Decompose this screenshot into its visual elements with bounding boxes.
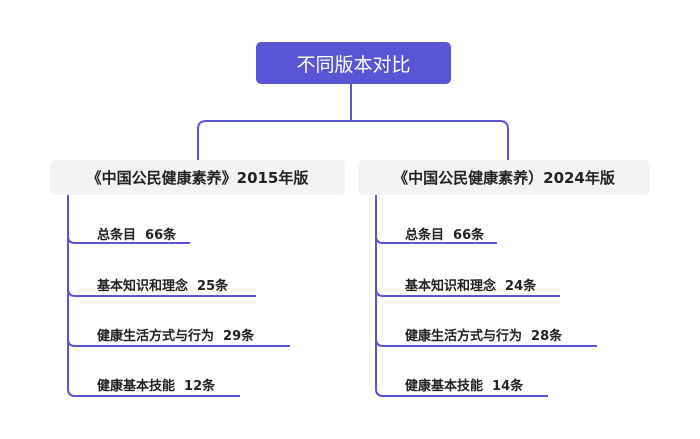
leaf-node[interactable]: 健康生活方式与行为 29条 — [97, 329, 255, 344]
leaf-node[interactable]: 健康基本技能 14条 — [405, 379, 524, 394]
branch-label: 《中国公民健康素养）2024年版 — [393, 169, 615, 187]
root-node[interactable]: 不同版本对比 — [256, 42, 451, 84]
leaf-connector — [375, 339, 548, 397]
leaf-node[interactable]: 总条目 66条 — [97, 228, 177, 243]
leaf-node[interactable]: 健康基本技能 12条 — [97, 379, 216, 394]
branch-node-2015[interactable]: 《中国公民健康素养》2015年版 — [50, 160, 345, 195]
branch-node-2024[interactable]: 《中国公民健康素养）2024年版 — [358, 160, 650, 195]
root-label: 不同版本对比 — [296, 53, 411, 76]
leaf-connector — [67, 339, 240, 397]
leaf-node[interactable]: 总条目 66条 — [405, 228, 485, 243]
leaf-node[interactable]: 健康生活方式与行为 28条 — [405, 329, 563, 344]
leaf-node[interactable]: 基本知识和理念 24条 — [405, 279, 537, 294]
branch-label: 《中国公民健康素养》2015年版 — [86, 169, 309, 187]
branch-connector — [197, 120, 509, 160]
leaf-node[interactable]: 基本知识和理念 25条 — [97, 279, 229, 294]
